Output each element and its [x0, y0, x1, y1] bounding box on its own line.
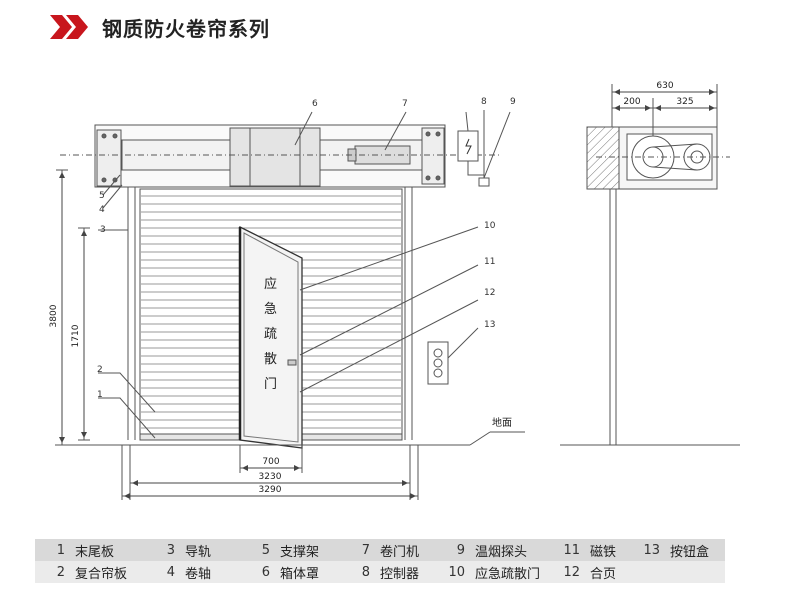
legend-label: 箱体罩 — [280, 566, 320, 582]
callout-9: 9 — [510, 97, 516, 107]
legend-item: 8 控制器 — [340, 561, 435, 583]
dim-total-width: 3290 — [259, 485, 282, 495]
legend-item: 9 温烟探头 — [435, 539, 550, 561]
legend-item: 6 箱体罩 — [240, 561, 340, 583]
legend-item: 5 支撑架 — [240, 539, 340, 561]
door-text-char: 门 — [264, 377, 277, 392]
legend-number: 2 — [56, 564, 65, 580]
callout-1: 1 — [97, 390, 103, 400]
legend-label: 温烟探头 — [475, 544, 528, 560]
callout-11: 11 — [484, 257, 495, 267]
legend-number: 11 — [563, 542, 580, 558]
door-text-char: 疏 — [264, 327, 277, 342]
legend-label: 按钮盒 — [670, 544, 710, 560]
legend-number: 1 — [56, 542, 65, 558]
legend-number: 8 — [361, 564, 370, 580]
callout-7: 7 — [402, 99, 408, 109]
parts-legend: 1 末尾板 3 导轨 5 支撑架 7 卷门机 9 温烟探头 11 磁铁 13 按钮盒 2 复合帘板 4 卷轴 6 箱体… — [35, 539, 725, 583]
legend-row: 2 复合帘板 4 卷轴 6 箱体罩 8 控制器 10 应急疏散门 12 合页 — [35, 561, 725, 583]
legend-item: 13 按钮盒 — [630, 539, 720, 561]
legend-number: 9 — [456, 542, 465, 558]
callout-6: 6 — [312, 99, 318, 109]
door-text-char: 散 — [264, 352, 277, 367]
dim-side-right: 325 — [676, 97, 693, 107]
legend-row: 1 末尾板 3 导轨 5 支撑架 7 卷门机 9 温烟探头 11 磁铁 13 按钮盒 — [35, 539, 725, 561]
legend-label: 复合帘板 — [75, 566, 128, 582]
legend-number: 12 — [563, 564, 580, 580]
callout-8: 8 — [481, 97, 487, 107]
legend-item — [630, 561, 720, 583]
callout-4: 4 — [99, 205, 105, 215]
legend-item: 10 应急疏散门 — [435, 561, 550, 583]
dim-door-width: 700 — [262, 457, 279, 467]
legend-label: 卷轴 — [185, 566, 212, 582]
callout-10: 10 — [484, 221, 496, 231]
callout-13: 13 — [484, 320, 495, 330]
legend-label: 导轨 — [185, 544, 212, 560]
dim-side-left: 200 — [623, 97, 640, 107]
dim-opening-height: 1710 — [71, 324, 81, 347]
legend-label: 卷门机 — [380, 544, 420, 560]
legend-label: 磁铁 — [590, 544, 617, 560]
legend-label: 合页 — [590, 566, 617, 582]
legend-number: 10 — [448, 564, 465, 580]
legend-item: 1 末尾板 — [35, 539, 145, 561]
legend-item: 2 复合帘板 — [35, 561, 145, 583]
double-chevron-right-icon — [50, 15, 88, 39]
dim-opening-width: 3230 — [259, 472, 282, 482]
legend-number: 3 — [166, 542, 175, 558]
ground-label: 地面 — [492, 416, 512, 429]
door-text-char: 急 — [264, 302, 277, 317]
legend-number: 4 — [166, 564, 175, 580]
legend-item: 11 磁铁 — [550, 539, 630, 561]
callout-5: 5 — [99, 191, 105, 201]
legend-item: 7 卷门机 — [340, 539, 435, 561]
fire-shutter-diagram: 6 7 8 9 5 4 3 2 1 10 11 12 13 应 急 疏 散 门 … — [49, 81, 740, 500]
legend-label: 控制器 — [380, 566, 420, 582]
legend-label: 末尾板 — [75, 544, 115, 560]
legend-item: 4 卷轴 — [145, 561, 240, 583]
callout-3: 3 — [100, 225, 106, 235]
dim-total-height: 3800 — [49, 304, 59, 327]
legend-item: 3 导轨 — [145, 539, 240, 561]
page-header: 钢质防火卷帘系列 — [50, 10, 270, 44]
legend-number: 13 — [643, 542, 660, 558]
callout-12: 12 — [484, 288, 495, 298]
page-title: 钢质防火卷帘系列 — [102, 16, 270, 41]
dim-side-total: 630 — [656, 81, 673, 91]
legend-number: 5 — [261, 542, 270, 558]
legend-item: 12 合页 — [550, 561, 630, 583]
legend-number: 6 — [261, 564, 270, 580]
door-text-char: 应 — [264, 276, 277, 292]
callout-2: 2 — [97, 365, 103, 375]
legend-label: 应急疏散门 — [475, 566, 541, 582]
legend-label: 支撑架 — [280, 544, 320, 560]
legend-number: 7 — [361, 542, 370, 558]
